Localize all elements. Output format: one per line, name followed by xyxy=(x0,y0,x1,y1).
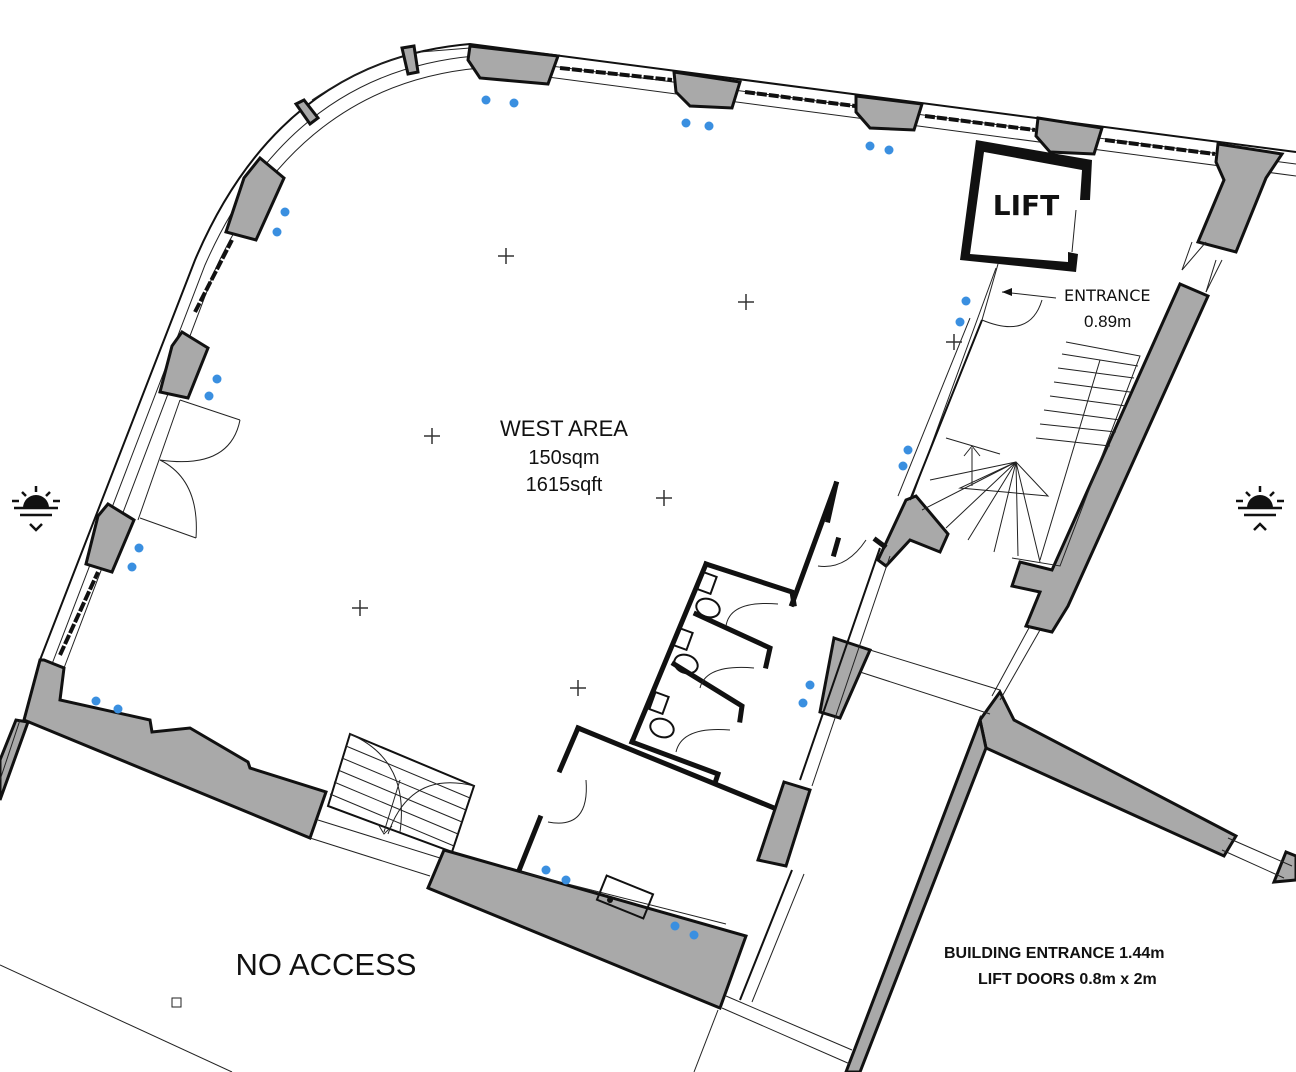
power-sockets xyxy=(91,95,971,940)
internal-walls xyxy=(0,241,1293,1072)
building-entrance-note: BUILDING ENTRANCE 1.44m xyxy=(944,945,1164,962)
entrance-width: 0.89m xyxy=(1084,312,1131,331)
outer-facade xyxy=(39,42,1296,669)
stair-core xyxy=(756,282,1296,1072)
south-wall xyxy=(0,658,748,1010)
grid-markers xyxy=(171,248,962,1008)
lift-doors-note: LIFT DOORS 0.8m x 2m xyxy=(978,971,1157,988)
facade-piers xyxy=(84,44,1285,574)
west-area-name: WEST AREA xyxy=(500,416,628,441)
lift-shaft xyxy=(960,140,1092,272)
west-area-sqft: 1615sqft xyxy=(526,474,603,496)
entrance-label: ENTRANCE xyxy=(1064,286,1151,305)
west-area-sqm: 150sqm xyxy=(528,447,599,469)
west-doors xyxy=(137,241,1217,539)
sunrise-icon xyxy=(1236,486,1284,531)
toilet-block xyxy=(516,480,888,925)
no-access-label: NO ACCESS xyxy=(236,947,417,982)
south-stairs xyxy=(326,732,476,854)
lift-label: LIFT xyxy=(993,189,1060,222)
core-stairs xyxy=(921,341,1141,567)
sunset-icon xyxy=(12,486,60,532)
